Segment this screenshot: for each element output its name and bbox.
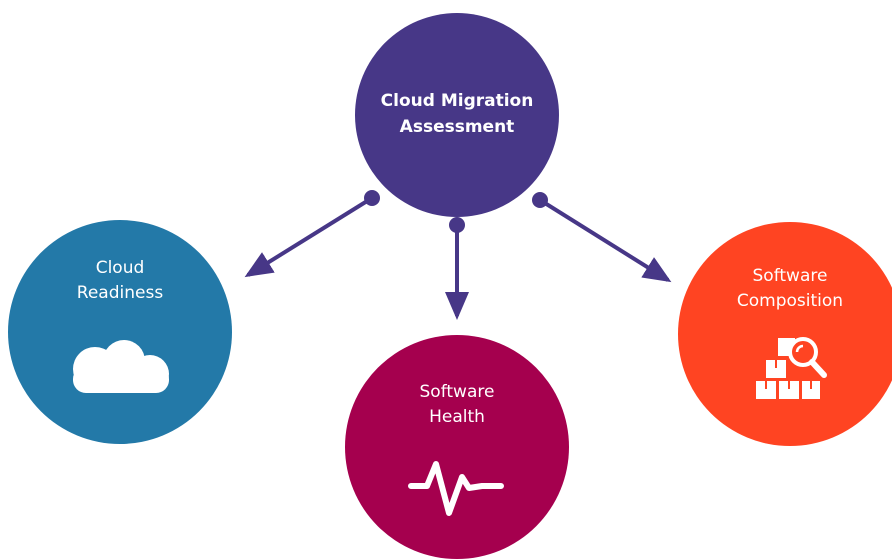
software-health-label-line1: Software (420, 382, 495, 402)
software-health-node: Software Health (345, 335, 569, 559)
software-composition-node: Software Composition (678, 222, 892, 446)
assessment-title-line2: Assessment (400, 117, 515, 137)
cloud-readiness-circle (8, 220, 232, 444)
assessment-node: Cloud Migration Assessment (355, 13, 559, 217)
connector-dot-left (364, 190, 380, 206)
software-health-label-line2: Health (429, 407, 485, 427)
assessment-circle (355, 13, 559, 217)
connectors (244, 190, 672, 320)
software-health-circle (345, 335, 569, 559)
cloud-readiness-node: Cloud Readiness (8, 220, 232, 444)
package-inspect-icon (756, 337, 827, 399)
cloud-readiness-label-line1: Cloud (96, 258, 145, 278)
connector-dot-right (532, 192, 548, 208)
software-composition-circle (678, 222, 892, 446)
cloud-readiness-label-line2: Readiness (77, 283, 164, 303)
software-composition-label-line2: Composition (737, 291, 843, 311)
software-composition-label-line1: Software (753, 266, 828, 286)
connector-dot-center (449, 217, 465, 233)
connector-to-software-composition (538, 198, 672, 283)
cloud-icon (73, 340, 169, 393)
assessment-title-line1: Cloud Migration (381, 91, 534, 111)
heartbeat-icon (408, 461, 504, 516)
connector-to-cloud-readiness (244, 196, 374, 278)
